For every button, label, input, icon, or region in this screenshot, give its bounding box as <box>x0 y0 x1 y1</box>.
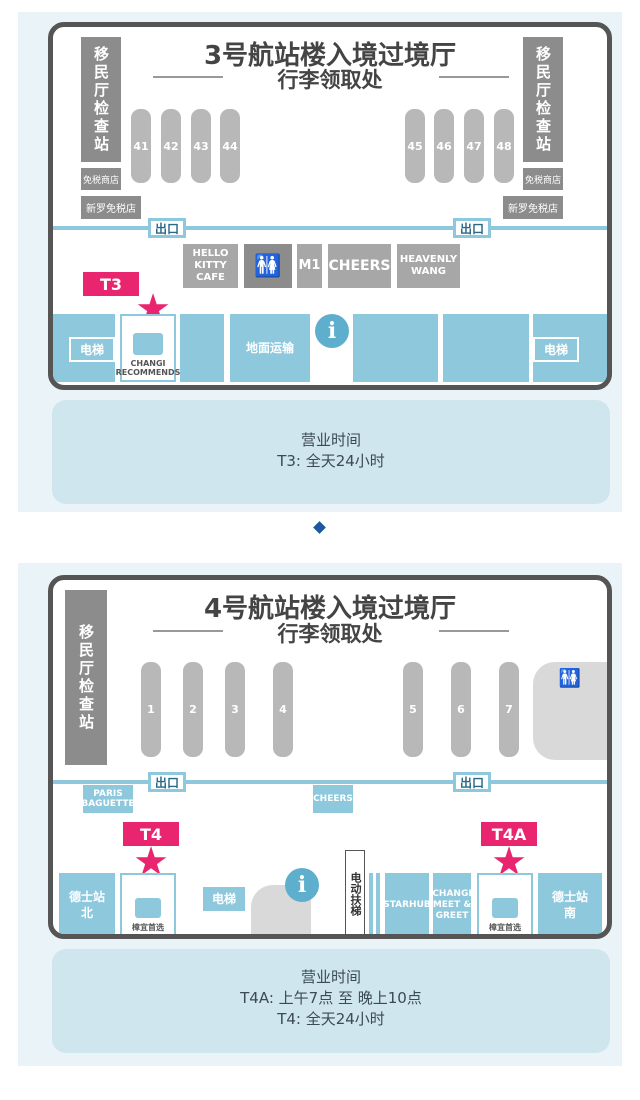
t3-panel: 3号航站楼入境过境厅 行李领取处 移民厅检查站 免税商店 新罗免税店 移民厅检查… <box>18 12 622 512</box>
title-rule <box>153 630 223 632</box>
exit-walkway <box>53 780 607 784</box>
t4-map-subtitle: 行李领取处 <box>277 622 383 646</box>
t4-map-title: 4号航站楼入境过境厅 <box>203 594 457 624</box>
title-rule <box>439 76 509 78</box>
exit-sign-left: 出口 <box>148 772 186 792</box>
changi-recommends-counter: CHANGI RECOMMENDS <box>116 314 180 382</box>
t4-opening-hours: 营业时间 T4A: 上午7点 至 晚上10点 T4: 全天24小时 <box>52 949 610 1053</box>
baggage-belt: 46 <box>434 109 454 183</box>
gift-box-icon <box>133 333 163 355</box>
baggage-belt: 48 <box>494 109 514 183</box>
starhub: STARHUB <box>383 873 431 934</box>
shop-cheers: CHEERS <box>328 244 391 288</box>
baggage-belt: 42 <box>161 109 181 183</box>
taxi-stand-south: 德士站南 <box>538 873 602 934</box>
gift-box-icon <box>492 898 518 918</box>
shilla-duty-free-right: 新罗免税店 <box>503 196 563 219</box>
restroom-icon: 🚻 <box>244 244 292 288</box>
diamond-separator-icon <box>313 521 326 534</box>
exit-sign-right: 出口 <box>453 772 491 792</box>
baggage-belt: 45 <box>405 109 425 183</box>
divider <box>376 873 380 934</box>
paris-baguette: PARIS BAGUETTE <box>81 785 135 813</box>
exit-sign-left: 出口 <box>148 218 186 238</box>
t4a-location-tag: T4A <box>481 822 537 846</box>
t3-location-tag: T3 <box>83 272 139 296</box>
baggage-belt: 41 <box>131 109 151 183</box>
hours-title: 营业时间 <box>300 968 361 986</box>
elevator-right: 电梯 <box>533 337 579 362</box>
baggage-belt: 5 <box>403 662 423 757</box>
baggage-belt: 2 <box>183 662 203 757</box>
immigration-checkpoint-left: 移民厅检查站 <box>81 37 121 162</box>
baggage-belt: 47 <box>464 109 484 183</box>
blue-zone <box>180 314 224 382</box>
escalator: 电动扶梯 <box>345 850 365 934</box>
baggage-belt: 4 <box>273 662 293 757</box>
restroom-area: 🚻 <box>533 662 607 760</box>
gift-box-icon <box>135 898 161 918</box>
blue-zone <box>353 314 438 382</box>
title-rule <box>153 76 223 78</box>
t3-map-title: 3号航站楼入境过境厅 <box>203 41 457 71</box>
changi-recommends-counter-t4a: 樟宜首选 <box>477 873 533 934</box>
shop-m1: M1 <box>297 244 322 288</box>
duty-free-shop-right: 免税商店 <box>523 168 563 190</box>
divider <box>369 873 373 934</box>
elevator-left: 电梯 <box>69 337 115 362</box>
t3-map-subtitle: 行李领取处 <box>277 68 383 92</box>
changi-meet-greet: CHANGI MEET & GREET <box>432 873 472 934</box>
shop-cheers: CHEERS <box>313 785 353 813</box>
info-icon: i <box>315 314 349 348</box>
hours-title: 营业时间 <box>300 431 361 449</box>
t4-panel: 4号航站楼入境过境厅 行李领取处 移民厅检查站 1 2 3 4 5 6 7 🚻 … <box>18 563 622 1066</box>
hours-line: T4A: 上午7点 至 晚上10点 <box>240 989 422 1007</box>
hours-line: T4: 全天24小时 <box>277 1010 385 1028</box>
title-rule <box>439 630 509 632</box>
baggage-belt: 6 <box>451 662 471 757</box>
ground-transport: 地面运输 <box>230 314 310 382</box>
t3-opening-hours: 营业时间 T3: 全天24小时 <box>52 400 610 504</box>
elevator: 电梯 <box>203 887 245 911</box>
baggage-belt: 3 <box>225 662 245 757</box>
t3-floor-map: 3号航站楼入境过境厅 行李领取处 移民厅检查站 免税商店 新罗免税店 移民厅检查… <box>48 22 612 390</box>
hours-line: T3: 全天24小时 <box>277 452 385 470</box>
baggage-belt: 1 <box>141 662 161 757</box>
immigration-checkpoint: 移民厅检查站 <box>65 590 107 765</box>
duty-free-shop-left: 免税商店 <box>81 168 121 190</box>
info-icon: i <box>285 868 319 902</box>
blue-zone <box>443 314 529 382</box>
changi-recommends-counter-t4: 樟宜首选 <box>120 873 176 934</box>
baggage-belt: 44 <box>220 109 240 183</box>
baggage-belt: 7 <box>499 662 519 757</box>
baggage-belt: 43 <box>191 109 211 183</box>
heavenly-wang: HEAVENLY WANG <box>397 244 460 288</box>
exit-sign-right: 出口 <box>453 218 491 238</box>
immigration-checkpoint-right: 移民厅检查站 <box>523 37 563 162</box>
taxi-stand-north: 德士站北 <box>59 873 115 934</box>
restroom-icon: 🚻 <box>558 668 582 689</box>
hello-kitty-cafe: HELLO KITTY CAFE <box>183 244 238 288</box>
t4-location-tag: T4 <box>123 822 179 846</box>
shilla-duty-free-left: 新罗免税店 <box>81 196 141 219</box>
t4-floor-map: 4号航站楼入境过境厅 行李领取处 移民厅检查站 1 2 3 4 5 6 7 🚻 … <box>48 575 612 939</box>
exit-walkway <box>53 226 607 230</box>
